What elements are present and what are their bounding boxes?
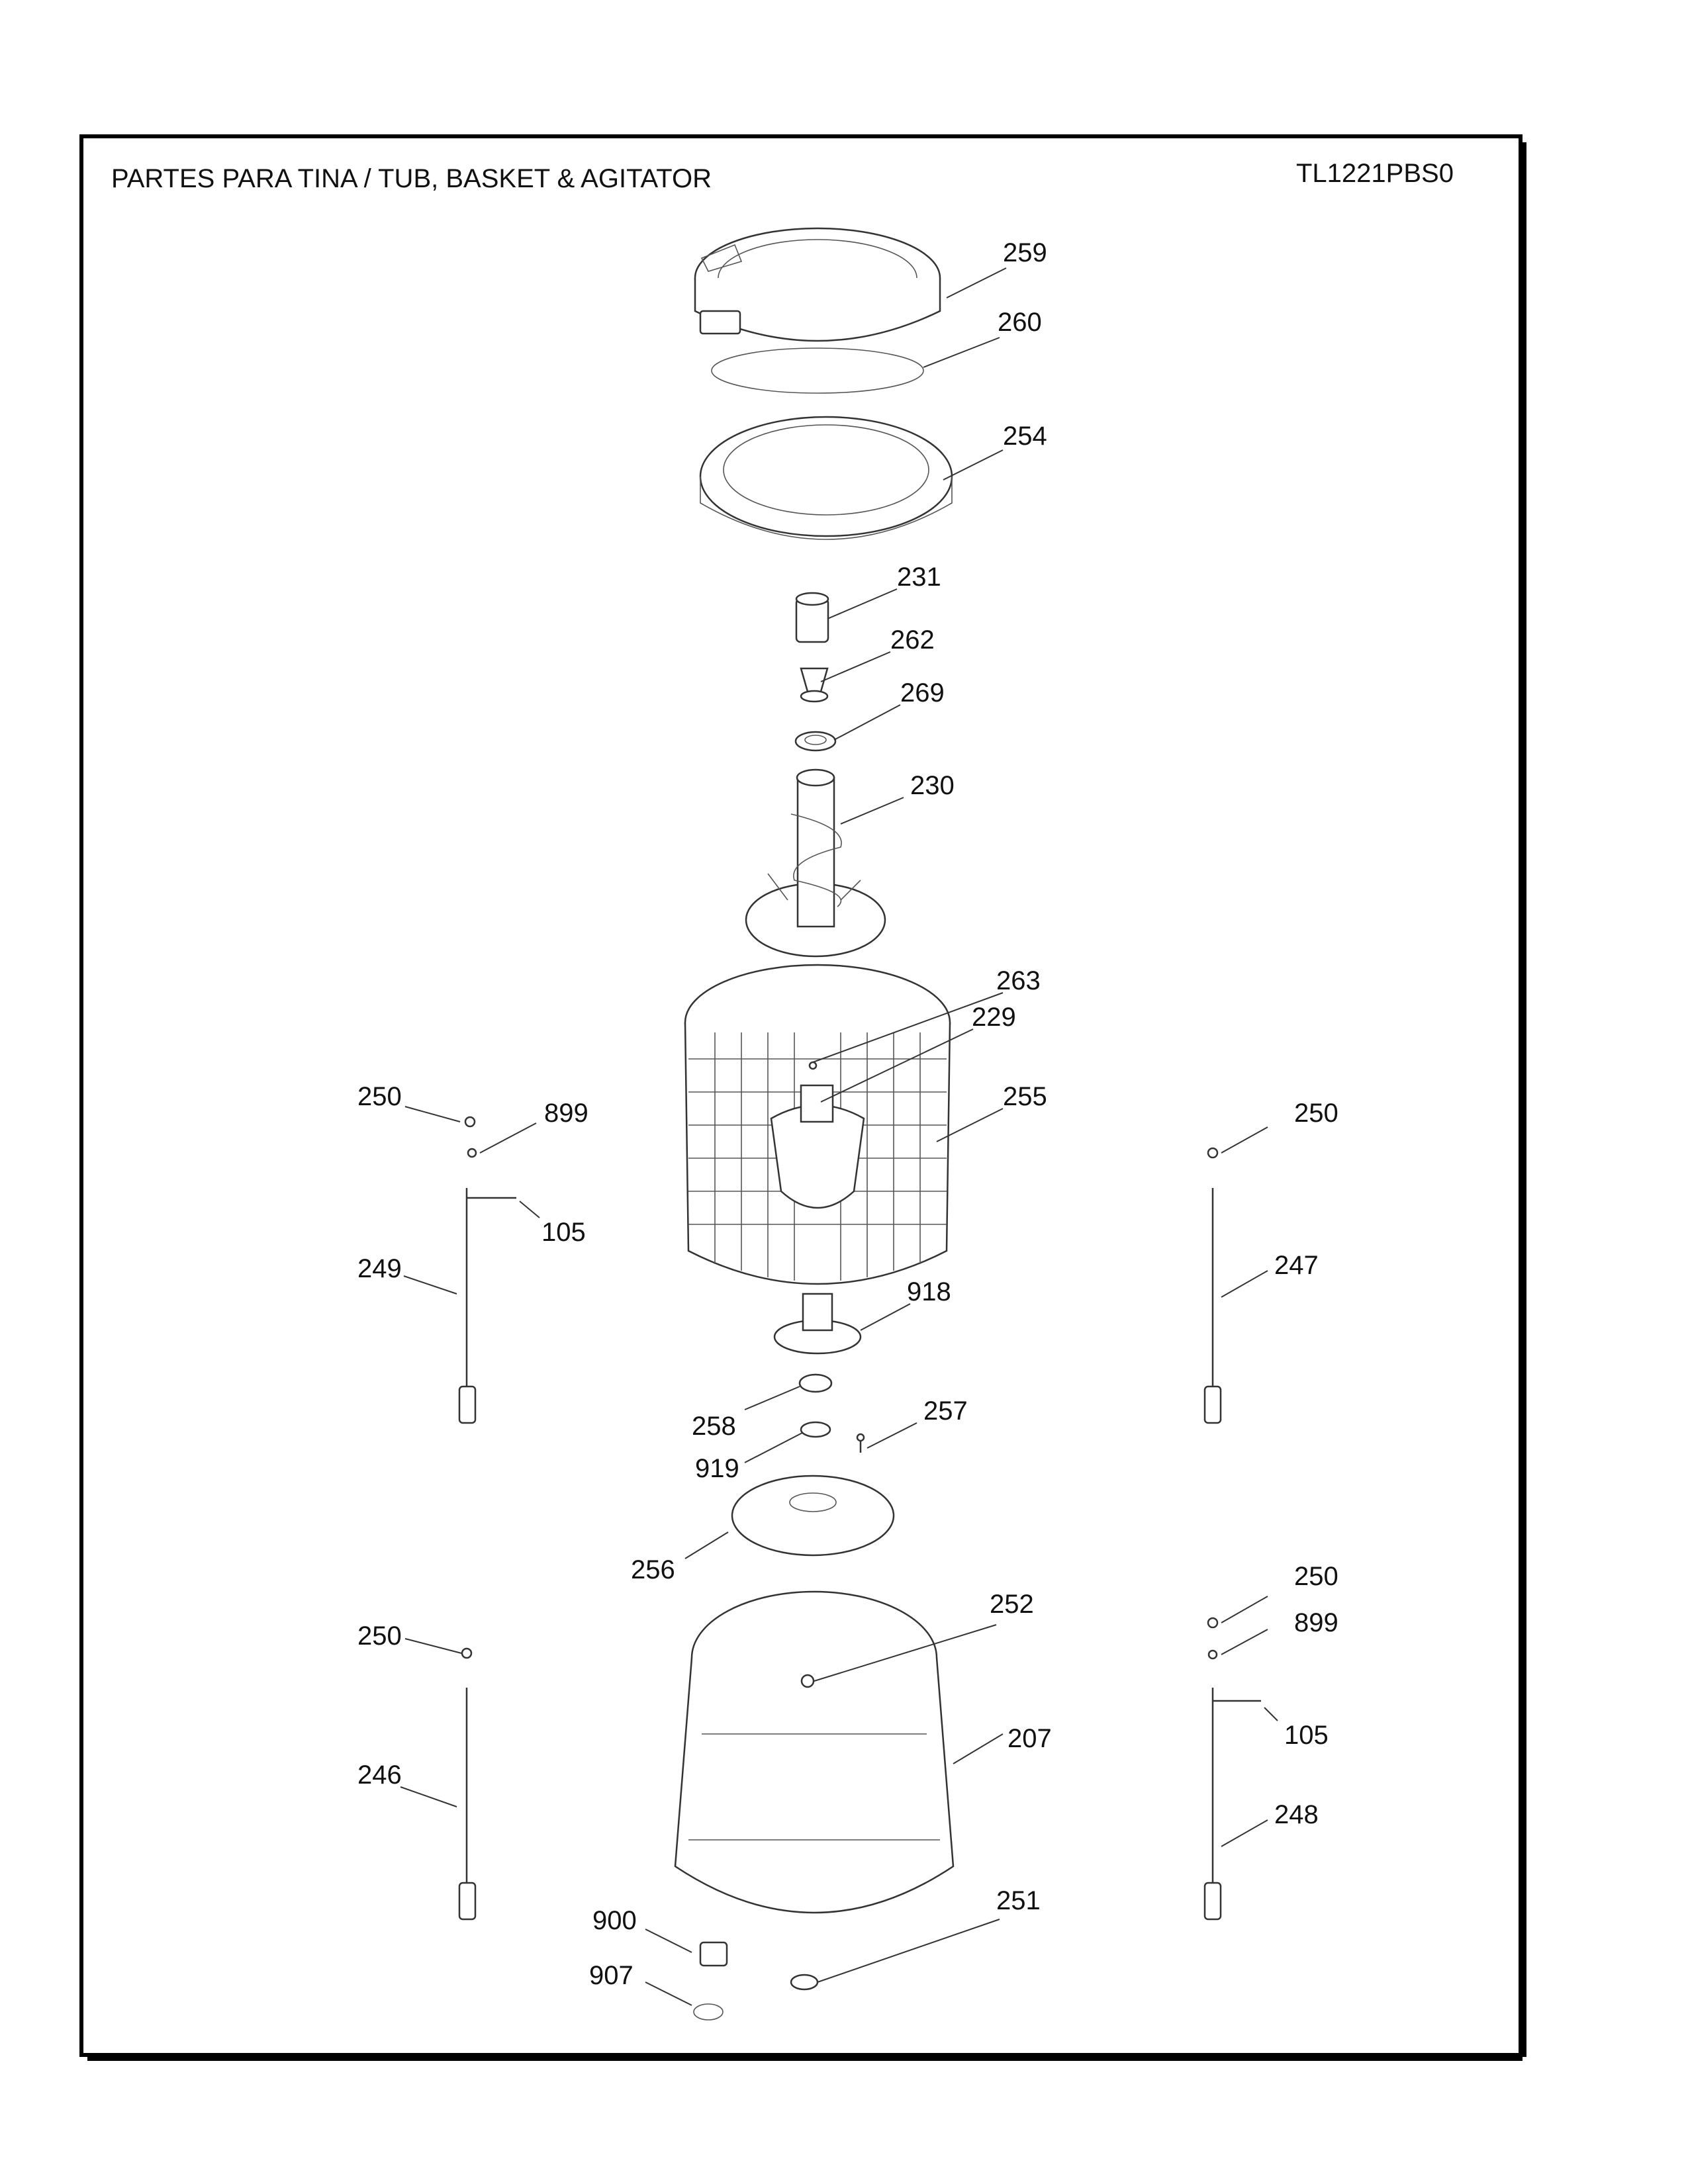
part-251-seal — [790, 1974, 819, 1991]
callout-248[interactable]: 248 — [1274, 1800, 1319, 1829]
part-247-rod — [1203, 1188, 1222, 1424]
callout-230[interactable]: 230 — [910, 771, 955, 800]
callout-247[interactable]: 247 — [1274, 1251, 1319, 1280]
callout-229[interactable]: 229 — [972, 1003, 1016, 1032]
part-255-basket — [684, 964, 951, 1285]
callout-269[interactable]: 269 — [900, 678, 945, 707]
part-269-bearing — [794, 731, 837, 752]
part-254-balance-ring — [699, 416, 953, 540]
callout-105-left[interactable]: 105 — [541, 1218, 586, 1247]
callout-899-left[interactable]: 899 — [544, 1099, 588, 1128]
callout-246[interactable]: 246 — [357, 1760, 402, 1790]
callout-259[interactable]: 259 — [1003, 238, 1047, 267]
part-257-screw — [856, 1433, 865, 1453]
callout-255[interactable]: 255 — [1003, 1082, 1047, 1111]
suspension-hardware — [461, 1116, 1219, 1660]
callout-252[interactable]: 252 — [990, 1590, 1034, 1619]
part-256-flange — [731, 1475, 895, 1557]
part-259-tub-cover — [694, 227, 941, 342]
callout-231[interactable]: 231 — [897, 563, 941, 592]
part-callouts: 259 260 254 231 262 269 230 263 229 255 … — [357, 238, 1338, 1990]
diagram-frame — [79, 134, 1526, 2061]
callout-262[interactable]: 262 — [890, 625, 935, 655]
callout-249[interactable]: 249 — [357, 1254, 402, 1283]
part-231-cap — [795, 592, 829, 643]
callout-263[interactable]: 263 — [996, 966, 1041, 995]
part-246-rod — [458, 1688, 477, 1921]
part-258-nut — [798, 1373, 833, 1393]
model-number: TL1221PBS0 — [1296, 159, 1454, 188]
callout-251[interactable]: 251 — [996, 1886, 1041, 1915]
part-249-rod — [458, 1188, 516, 1424]
callout-256[interactable]: 256 — [631, 1555, 675, 1584]
callout-900[interactable]: 900 — [592, 1906, 637, 1935]
part-262-cone — [800, 667, 829, 703]
callout-105-right[interactable]: 105 — [1284, 1721, 1329, 1750]
diagram-title: PARTES PARA TINA / TUB, BASKET & AGITATO… — [111, 164, 712, 193]
callout-258[interactable]: 258 — [692, 1412, 736, 1441]
part-918-hub — [773, 1293, 862, 1355]
part-230-agitator — [745, 768, 886, 958]
callout-907[interactable]: 907 — [589, 1961, 633, 1990]
part-229-screw — [808, 1061, 818, 1070]
callout-250-upper-left[interactable]: 250 — [357, 1082, 402, 1111]
part-900-plug — [699, 1941, 728, 1967]
part-207-outer-tub — [674, 1590, 955, 1914]
callout-918[interactable]: 918 — [907, 1277, 951, 1306]
callout-919[interactable]: 919 — [695, 1454, 739, 1483]
callout-250-lower-left[interactable]: 250 — [357, 1621, 402, 1651]
part-248-rod — [1203, 1688, 1261, 1921]
part-907-o-ring — [693, 2003, 724, 2021]
part-260-gasket — [711, 347, 924, 394]
callout-207[interactable]: 207 — [1008, 1724, 1052, 1753]
callout-250-lower-right[interactable]: 250 — [1294, 1562, 1338, 1591]
leader-lines — [400, 267, 1278, 2006]
callout-899-right[interactable]: 899 — [1294, 1608, 1338, 1637]
callout-254[interactable]: 254 — [1003, 422, 1047, 451]
callout-260[interactable]: 260 — [998, 308, 1042, 337]
part-919-washer — [800, 1421, 831, 1438]
callout-257[interactable]: 257 — [923, 1396, 968, 1426]
callout-250-upper-right[interactable]: 250 — [1294, 1099, 1338, 1128]
